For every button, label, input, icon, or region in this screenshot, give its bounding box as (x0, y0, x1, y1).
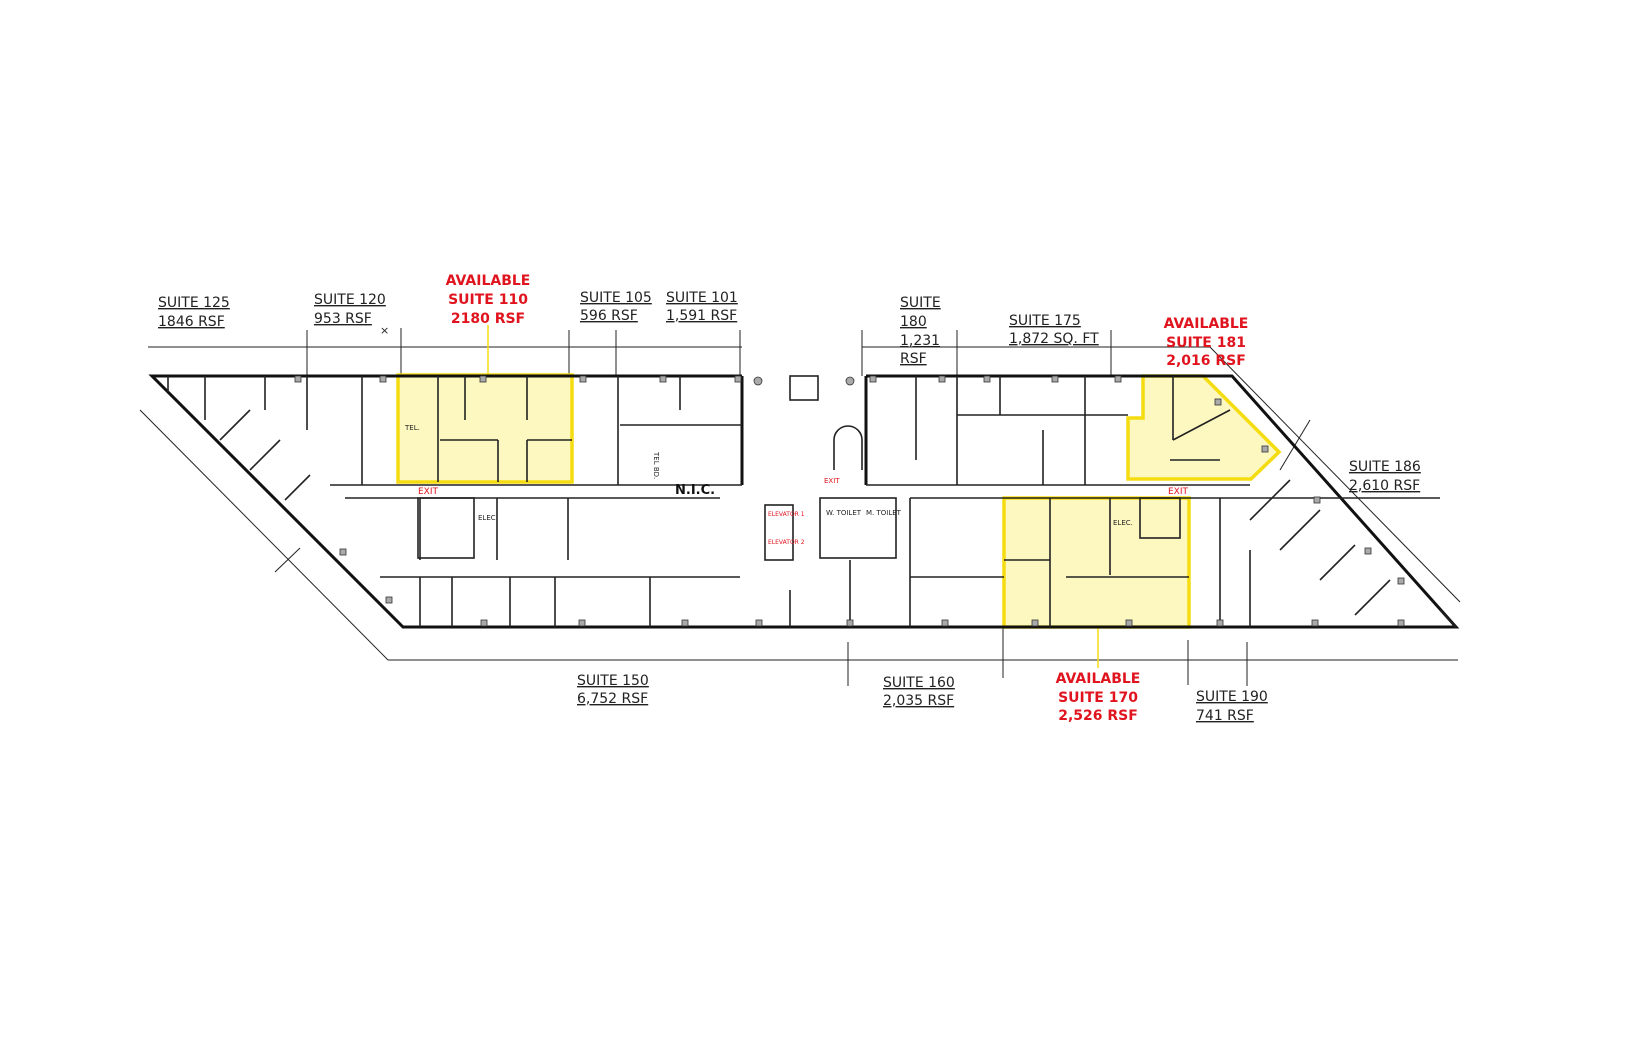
dimension-lines: × (139, 324, 1461, 686)
svg-text:SUITE 101: SUITE 101 (666, 290, 738, 306)
svg-text:2,016 RSF: 2,016 RSF (1166, 353, 1246, 369)
svg-text:2180 RSF: 2180 RSF (451, 311, 525, 327)
suite-160-label[interactable]: SUITE 160 2,035 RSF (883, 675, 955, 709)
exit-label: EXIT (418, 487, 439, 497)
svg-text:RSF: RSF (900, 351, 927, 367)
suite-181-label[interactable]: AVAILABLE SUITE 181 2,016 RSF (1164, 316, 1249, 369)
suite-150-label[interactable]: SUITE 150 6,752 RSF (577, 673, 649, 707)
svg-text:×: × (380, 324, 389, 337)
svg-text:SUITE 175: SUITE 175 (1009, 313, 1081, 329)
svg-text:1,591 RSF: 1,591 RSF (666, 308, 737, 324)
svg-text:SUITE 105: SUITE 105 (580, 290, 652, 306)
suite-125-label[interactable]: SUITE 125 1846 RSF (158, 295, 230, 330)
svg-text:741 RSF: 741 RSF (1196, 708, 1254, 724)
suite-110-label[interactable]: AVAILABLE SUITE 110 2180 RSF (446, 273, 531, 327)
svg-text:2,035 RSF: 2,035 RSF (883, 693, 954, 709)
svg-text:596 RSF: 596 RSF (580, 308, 638, 324)
columns (294, 375, 1405, 627)
svg-text:AVAILABLE: AVAILABLE (1056, 671, 1141, 687)
elec-label: ELEC. (478, 514, 498, 522)
suite-105-label[interactable]: SUITE 105 596 RSF (580, 290, 652, 324)
svg-text:AVAILABLE: AVAILABLE (446, 273, 531, 289)
exterior-walls (148, 374, 1460, 629)
suite-110-highlight[interactable] (396, 373, 574, 484)
svg-text:1,872 SQ. FT: 1,872 SQ. FT (1009, 331, 1099, 347)
suite-190-label[interactable]: SUITE 190 741 RSF (1196, 689, 1268, 724)
suite-175-label[interactable]: SUITE 175 1,872 SQ. FT (1009, 313, 1099, 347)
svg-text:SUITE 190: SUITE 190 (1196, 689, 1268, 705)
svg-text:SUITE 110: SUITE 110 (448, 292, 528, 308)
svg-text:2,610 RSF: 2,610 RSF (1349, 478, 1420, 494)
suite-170-label[interactable]: AVAILABLE SUITE 170 2,526 RSF (1056, 671, 1141, 724)
svg-text:SUITE 170: SUITE 170 (1058, 690, 1138, 706)
svg-text:SUITE 160: SUITE 160 (883, 675, 955, 691)
svg-text:1846 RSF: 1846 RSF (158, 314, 225, 330)
exit-label: EXIT (1168, 487, 1189, 497)
suite-186-label[interactable]: SUITE 186 2,610 RSF (1349, 459, 1421, 494)
svg-text:6,752 RSF: 6,752 RSF (577, 691, 648, 707)
svg-text:953 RSF: 953 RSF (314, 311, 372, 327)
tel-label: TEL. (404, 424, 420, 432)
suite-170-highlight[interactable] (1002, 496, 1191, 629)
suite-181-highlight[interactable] (1126, 374, 1282, 481)
tel-bd-label: TEL BD. (652, 451, 660, 479)
svg-text:SUITE 150: SUITE 150 (577, 673, 649, 689)
svg-text:180: 180 (900, 314, 927, 330)
svg-text:AVAILABLE: AVAILABLE (1164, 316, 1249, 332)
svg-text:1,231: 1,231 (900, 333, 940, 349)
svg-text:SUITE: SUITE (900, 295, 941, 311)
w-toilet-label: W. TOILET (826, 509, 862, 517)
elec-label: ELEC. (1113, 519, 1133, 527)
exit-label: EXIT (824, 477, 840, 485)
m-toilet-label: M. TOILET (866, 509, 902, 517)
suite-120-label[interactable]: SUITE 120 953 RSF (314, 292, 386, 327)
svg-text:SUITE 120: SUITE 120 (314, 292, 386, 308)
svg-text:2,526 RSF: 2,526 RSF (1058, 708, 1138, 724)
svg-text:SUITE 125: SUITE 125 (158, 295, 230, 311)
elevator-2-label: ELEVATOR 2 (768, 539, 805, 546)
elevator-1-label: ELEVATOR 1 (768, 511, 805, 518)
svg-text:SUITE 186: SUITE 186 (1349, 459, 1421, 475)
nic-label: N.I.C. (675, 483, 715, 498)
interior-walls (204, 375, 1440, 627)
suite-101-label[interactable]: SUITE 101 1,591 RSF (666, 290, 738, 324)
svg-text:SUITE 181: SUITE 181 (1166, 335, 1246, 351)
